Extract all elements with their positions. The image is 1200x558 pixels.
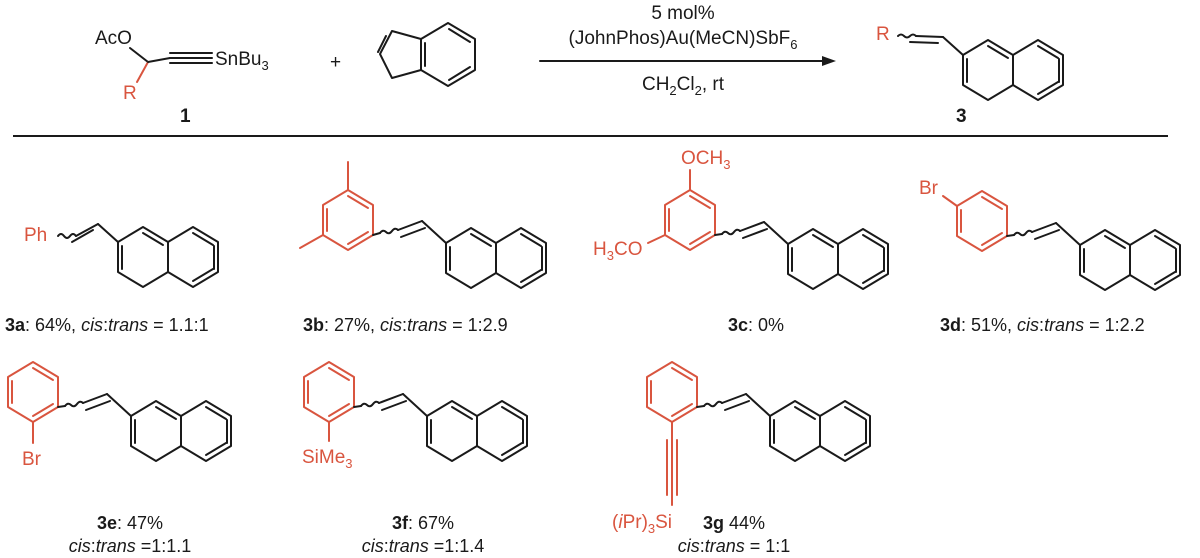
compound-3e-structure: Br (7, 361, 232, 470)
product-r-label: R (876, 24, 890, 45)
acetoxy-label: AcO (95, 28, 132, 49)
solvent-label: CH2Cl2, rt (642, 74, 725, 98)
catalyst-loading: 5 mol% (651, 3, 714, 24)
triisopropylsilyl-label: (iPr)3Si (612, 512, 672, 536)
reagent-1-number: 1 (180, 106, 191, 127)
compound-3d-structure: Br (919, 178, 1181, 291)
compound-3g-ratio: cis:trans = 1:1 (678, 536, 791, 556)
indene-structure (377, 22, 476, 87)
reaction-arrow (539, 56, 836, 66)
reagent-1-structure: AcO R SnBu3 1 (95, 28, 269, 127)
methoxy-top-label: OCH3 (681, 148, 730, 172)
trimethylsilyl-label: SiMe3 (302, 447, 353, 471)
catalyst-label: (JohnPhos)Au(MeCN)SbF6 (569, 28, 798, 52)
compound-3b-caption: 3b: 27%, cis:trans = 1:2.9 (303, 315, 508, 335)
product-3-number: 3 (956, 106, 967, 127)
compound-3c-structure: OCH3 H3CO (593, 148, 889, 290)
compound-3f-caption: 3f: 67% (392, 513, 454, 533)
compound-3e-ratio: cis:trans =1:1.1 (69, 536, 192, 556)
compound-3g-caption: 3g 44% (703, 513, 765, 533)
bromo-ortho-label: Br (22, 449, 42, 470)
bromo-para-label: Br (919, 178, 939, 199)
compound-3a-caption: 3a: 64%, cis:trans = 1.1:1 (5, 315, 209, 335)
product-3-structure: R 3 (876, 24, 1064, 127)
r-group-label: R (123, 83, 137, 104)
compound-3a-structure: Ph (24, 223, 219, 288)
compound-3f-ratio: cis:trans =1:1.4 (362, 536, 485, 556)
compound-3d-caption: 3d: 51%, cis:trans = 1:2.2 (940, 315, 1145, 335)
compound-3c-caption: 3c: 0% (728, 315, 784, 335)
compound-3f-structure: SiMe3 (302, 361, 528, 471)
compound-3g-structure: (iPr)3Si (612, 361, 871, 536)
plus-sign: + (330, 52, 341, 73)
stannane-label: SnBu3 (215, 49, 269, 73)
phenyl-label: Ph (24, 225, 47, 246)
compound-3b-structure (299, 161, 547, 289)
methoxy-left-label: H3CO (593, 239, 642, 263)
compound-3e-caption: 3e: 47% (97, 513, 163, 533)
